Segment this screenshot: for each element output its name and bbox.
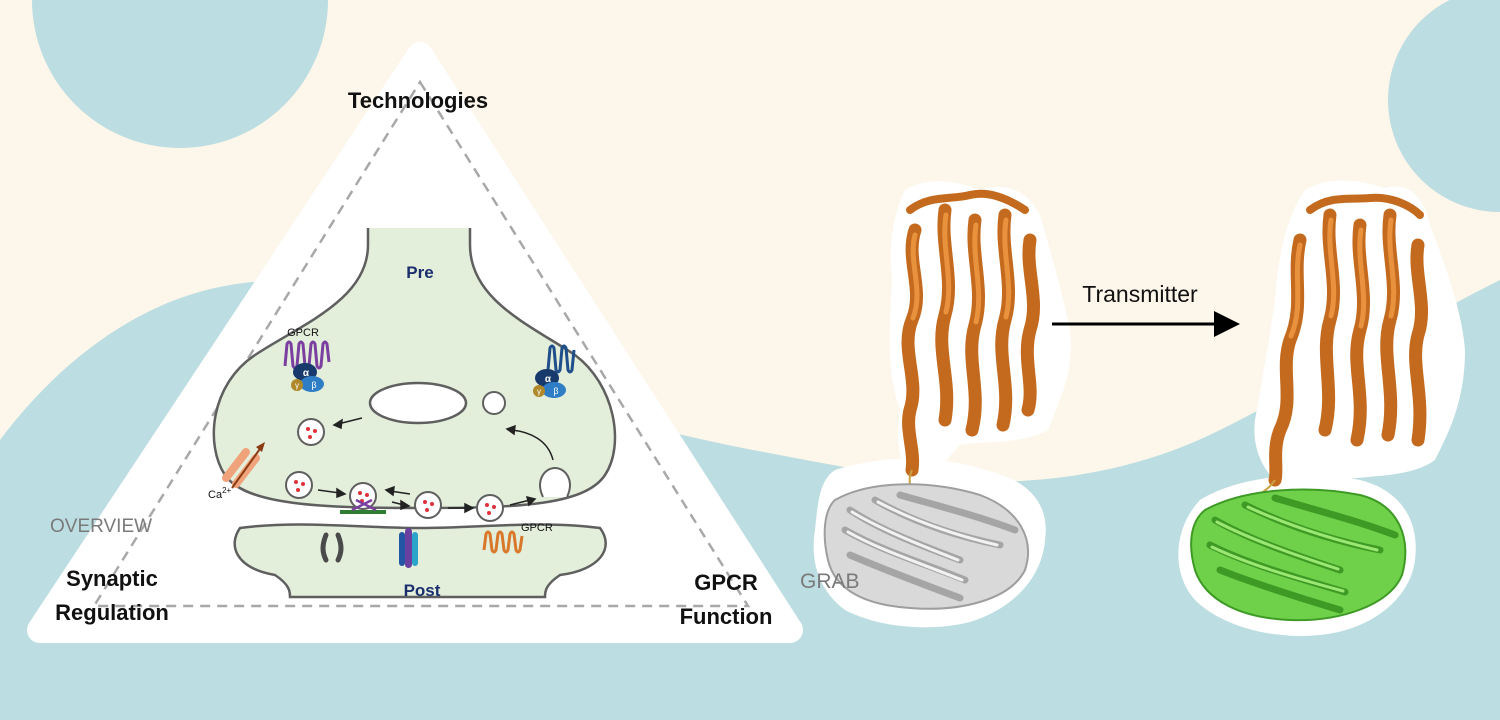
receptor-helix-highlights xyxy=(1288,217,1397,339)
endosome xyxy=(368,381,468,425)
g-gamma xyxy=(291,379,303,391)
postsynaptic-terminal xyxy=(233,523,607,599)
alpha-label: α xyxy=(303,368,310,379)
gpcr-pre-left: GPCR α β γ xyxy=(283,327,331,392)
g-beta xyxy=(542,382,566,398)
post-label: Post xyxy=(404,581,441,600)
arrow-head xyxy=(1214,311,1240,337)
triangle-dashed-outline xyxy=(91,79,751,608)
label-technologies: Technologies xyxy=(348,88,488,113)
gpcr-label-pre: GPCR xyxy=(287,327,319,339)
gfp-barrel-gray xyxy=(823,483,1029,610)
g-gamma xyxy=(533,385,545,397)
vesicle xyxy=(476,494,504,522)
gpcr-helices-blue xyxy=(546,344,576,374)
transmitter-arrow: Transmitter xyxy=(1052,281,1240,337)
grab-sensor-inactive: GRAB xyxy=(800,181,1071,628)
grab-sensor-active xyxy=(1178,180,1465,636)
label-synaptic: Synaptic xyxy=(66,566,158,591)
top-left-circle xyxy=(32,0,328,148)
beta-label: β xyxy=(311,380,316,390)
label-overview: OVERVIEW xyxy=(50,516,152,537)
g-beta xyxy=(300,376,324,392)
synaptic-vesicles xyxy=(285,418,504,522)
receptor-helix-highlights xyxy=(910,212,1012,325)
top-right-circle xyxy=(1388,0,1500,212)
cycle-arrows xyxy=(317,417,554,514)
vesicle xyxy=(285,471,313,499)
beta-label: β xyxy=(553,386,558,396)
vesicle xyxy=(297,418,325,446)
fusing-vesicle xyxy=(539,466,571,498)
empty-vesicle xyxy=(482,391,506,415)
post-ion-channel-colored xyxy=(399,528,418,568)
label-function: Function xyxy=(680,604,773,629)
alpha-label: α xyxy=(545,374,552,385)
calcium-channel: Ca2+ xyxy=(208,442,265,501)
gamma-label: γ xyxy=(295,381,299,390)
post-ion-channel-gray xyxy=(320,532,344,563)
pre-label: Pre xyxy=(406,263,433,282)
gpcr-label-post: GPCR xyxy=(521,522,553,534)
label-regulation: Regulation xyxy=(55,600,169,625)
gpcr-pre-right: α β γ xyxy=(533,344,576,398)
snare-purple xyxy=(351,498,377,512)
gpcr-post: GPCR xyxy=(482,522,553,554)
gamma-label: γ xyxy=(537,387,541,396)
transmitter-label: Transmitter xyxy=(1082,281,1198,307)
gfp-barrel-green xyxy=(1190,488,1407,622)
calcium-label: Ca2+ xyxy=(208,486,232,501)
vesicle xyxy=(414,491,442,519)
label-gpcr: GPCR xyxy=(694,570,758,595)
synapse-diagram: Pre Post GPCR xyxy=(208,228,617,600)
grab-label: GRAB xyxy=(800,570,860,593)
